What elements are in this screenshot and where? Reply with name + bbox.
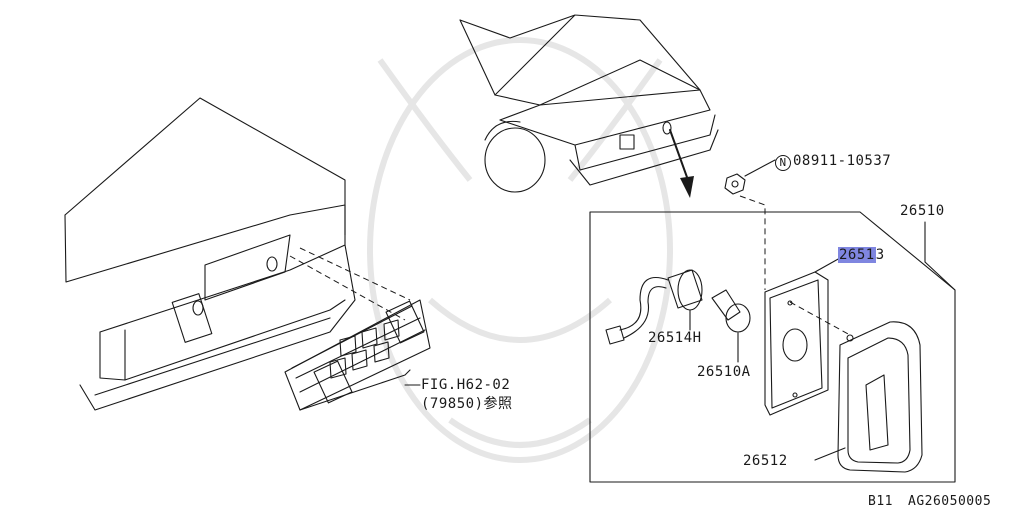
callout-socket: 26514H [648,330,702,346]
car-rear-left [64,97,411,411]
lens-part [814,321,923,473]
nut-part-number: 08911-10537 [793,153,892,169]
nut-part [724,159,776,290]
footer-code: AG26050005 [908,494,992,509]
footer-page: B11 [868,494,893,509]
bulb-part [711,289,751,363]
callout-fig-sub: (79850)参照 [421,396,513,412]
callout-lens: 26512 [743,453,788,469]
callout-gasket: 26513 [838,247,885,263]
gasket-part [764,257,851,416]
callout-fig-ref: FIG.H62-02 [421,377,511,393]
gasket-highlight[interactable]: 2651 [838,247,876,263]
callout-bulb: 26510A [697,364,751,380]
license-lamp-assembly [284,299,431,411]
gasket-suffix: 3 [875,247,885,263]
socket-part [605,269,703,345]
nut-symbol: N [775,155,791,171]
callout-lamp-assembly: 26510 [900,203,945,219]
car-rear-top [459,14,719,193]
detail-box [589,211,956,483]
watermark-crest [367,37,673,463]
pointer-arrow [669,129,694,198]
